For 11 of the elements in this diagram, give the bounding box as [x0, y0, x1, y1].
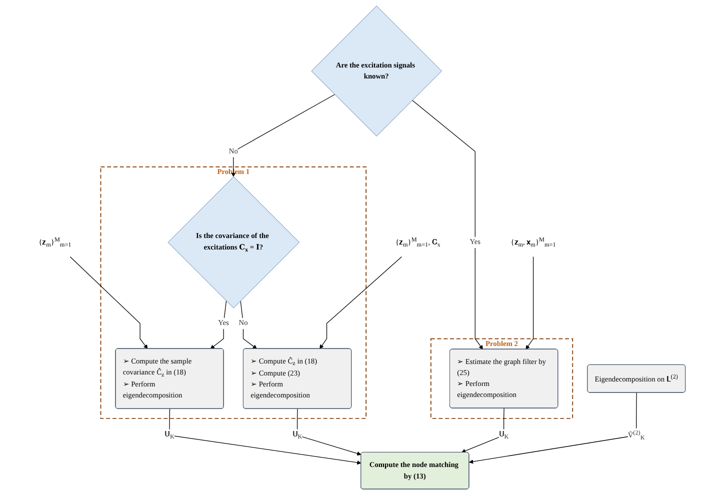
- arrow: [240, 300, 258, 349]
- arrow: [70, 256, 148, 349]
- arrow: [170, 408, 362, 465]
- arrow: [297, 408, 362, 456]
- arrow: [526, 256, 534, 350]
- arrow: [320, 256, 402, 349]
- arrow: [210, 300, 227, 349]
- arrow: [412, 100, 484, 350]
- arrow: [462, 408, 505, 453]
- arrow: [232, 94, 336, 177]
- arrow: [469, 392, 638, 464]
